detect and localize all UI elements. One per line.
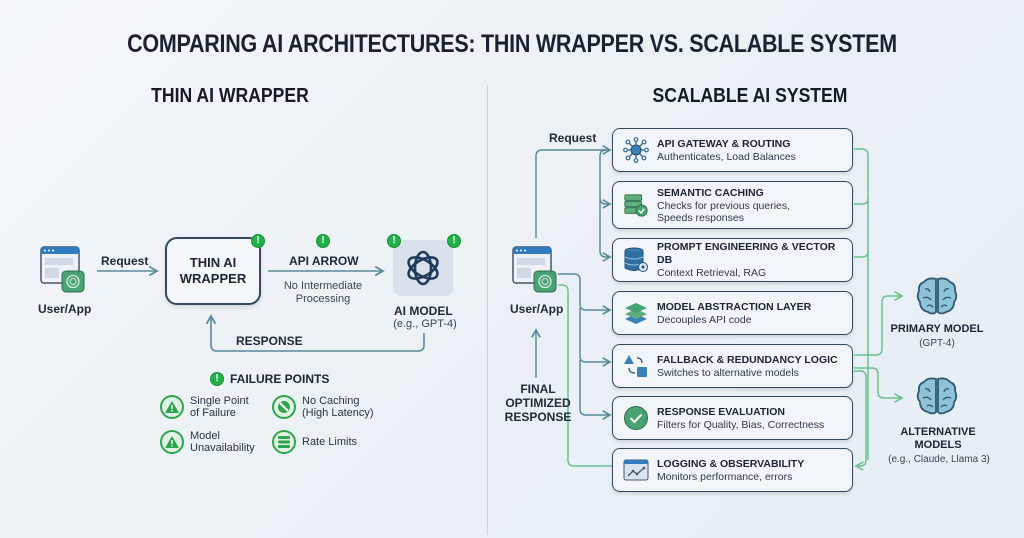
layer-title: RESPONSE EVALUATION (657, 405, 785, 418)
ai-model-tile (393, 240, 453, 296)
layer-desc: Switches to alternative models (657, 366, 799, 379)
database-gear-icon (623, 247, 649, 273)
api-arrow-sub: No Intermediate Processing (283, 280, 363, 305)
failure-item: No Caching (High Latency) (272, 395, 382, 419)
warning-icon (160, 395, 184, 419)
layer-card-response-evaluation: RESPONSE EVALUATION Filters for Quality,… (612, 396, 853, 440)
layer-title: MODEL ABSTRACTION LAYER (657, 300, 812, 313)
brain-icon (916, 276, 958, 321)
rate-limit-icon (272, 430, 296, 454)
ai-model-sub: (e.g., GPT-4) (393, 318, 457, 330)
final-response-label: FINAL OPTIMIZED RESPONSE (504, 382, 572, 424)
thin-wrapper-title: THIN AI WRAPPER (151, 85, 309, 107)
layer-desc: Decouples API code (657, 313, 752, 326)
layer-desc: Monitors performance, errors (657, 470, 793, 483)
thin-connectors (97, 265, 425, 352)
layer-desc: Checks for previous queries, Speeds resp… (657, 199, 791, 224)
failure-alert-icon: ! (210, 372, 224, 386)
warning-icon (160, 430, 184, 454)
failure-alert-icon: ! (447, 234, 461, 248)
layer-title: LOGGING & OBSERVABILITY (657, 457, 805, 470)
thin-wrapper-box: THIN AI WRAPPER (165, 237, 261, 305)
layer-card-semantic-caching: SEMANTIC CACHING Checks for previous que… (612, 181, 853, 229)
layer-card-logging: LOGGING & OBSERVABILITY Monitors perform… (612, 448, 853, 492)
layer-title: FALLBACK & REDUNDANCY LOGIC (657, 353, 838, 366)
brain-icon (916, 376, 958, 421)
ai-model-label: AI MODEL (394, 304, 453, 318)
response-arrow (205, 314, 425, 352)
failure-alert-icon: ! (316, 234, 330, 248)
response-label: RESPONSE (236, 334, 303, 348)
layer-desc: Filters for Quality, Bias, Correctness (657, 418, 825, 431)
user-app-icon (512, 246, 560, 299)
database-check-icon (623, 192, 649, 218)
layer-card-prompt-engineering: PROMPT ENGINEERING & VECTOR DB Context R… (612, 238, 853, 282)
failure-alert-icon: ! (251, 234, 265, 248)
layer-card-model-abstraction: MODEL ABSTRACTION LAYER Decouples API co… (612, 291, 853, 335)
request-label: Request (101, 254, 149, 268)
section-divider (487, 85, 488, 535)
failure-item: Rate Limits (272, 430, 382, 454)
layer-title: API GATEWAY & ROUTING (657, 137, 791, 150)
thin-wrapper-label: THIN AI WRAPPER (179, 255, 247, 286)
alt-models-sub: (e.g., Claude, Llama 3) (888, 454, 990, 465)
api-arrow-label: API ARROW (289, 254, 359, 268)
failure-alert-icon: ! (387, 234, 401, 248)
failure-points-heading: ! FAILURE POINTS (210, 372, 329, 386)
alt-models-label: ALTERNATIVE MODELS (900, 426, 976, 451)
layer-title: SEMANTIC CACHING (657, 186, 764, 199)
request-label: Request (549, 131, 597, 145)
openai-logo-icon (407, 250, 439, 286)
page-title: COMPARING AI ARCHITECTURES: THIN WRAPPER… (127, 30, 897, 58)
layer-card-api-gateway: API GATEWAY & ROUTING Authenticates, Loa… (612, 128, 853, 172)
layers-icon (623, 300, 649, 326)
layer-title: PROMPT ENGINEERING & VECTOR DB (657, 241, 836, 266)
layer-desc: Authenticates, Load Balances (657, 150, 796, 163)
scalable-connectors (531, 145, 904, 471)
network-hub-icon (623, 137, 649, 163)
failure-item: Single Point of Failure (160, 395, 260, 419)
layer-card-fallback: FALLBACK & REDUNDANCY LOGIC Switches to … (612, 344, 853, 388)
user-app-label: User/App (38, 302, 92, 316)
user-app-icon (40, 246, 88, 299)
primary-model-label: PRIMARY MODEL (890, 323, 984, 335)
switch-shapes-icon (623, 353, 649, 379)
check-circle-icon (623, 405, 649, 431)
chart-window-icon (623, 457, 649, 483)
scalable-system-title: SCALABLE AI SYSTEM (652, 85, 848, 107)
layer-desc: Context Retrieval, RAG (657, 267, 767, 279)
failure-points-title: FAILURE POINTS (230, 372, 330, 386)
failure-item: Model Unavailability (160, 430, 260, 454)
no-cache-icon (272, 395, 296, 419)
primary-model-sub: (GPT-4) (919, 338, 955, 349)
user-app-label: User/App (510, 302, 564, 316)
